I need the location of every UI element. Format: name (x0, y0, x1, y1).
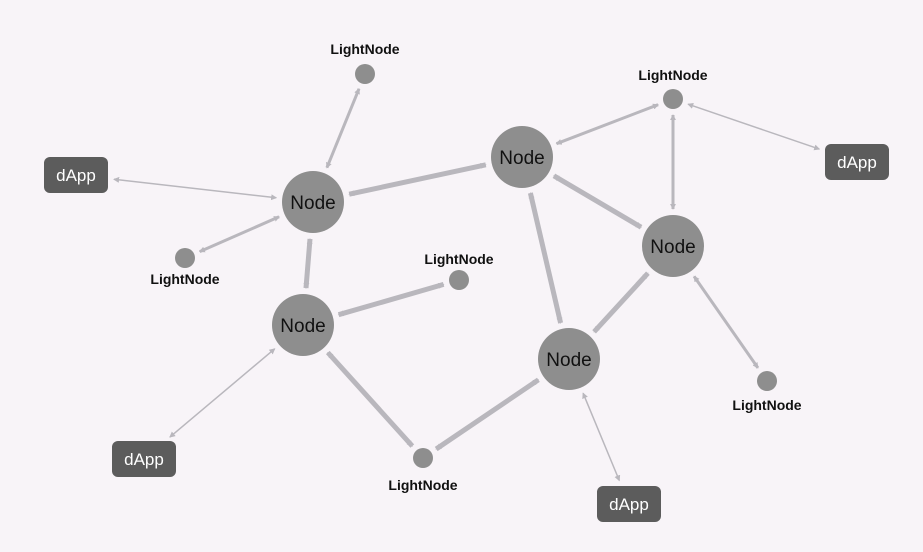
dapp-label: dApp (837, 153, 877, 172)
dapp-box (597, 486, 661, 522)
dapp-label: dApp (56, 166, 96, 185)
light-node-circle (449, 270, 469, 290)
light-node-l5: LightNode (388, 448, 458, 493)
edge-n1-l2 (198, 215, 280, 253)
node-label: Node (650, 237, 695, 258)
node-label: Node (499, 148, 544, 169)
light-node-l1: LightNode (330, 41, 400, 84)
edge-n4-n5 (592, 271, 650, 334)
light-node-circle (757, 371, 777, 391)
edge-n2-l4 (337, 281, 445, 318)
node-circle (491, 126, 553, 188)
edge-n5-l5 (434, 377, 540, 452)
light-node-label: LightNode (424, 251, 493, 267)
light-node-circle (663, 89, 683, 109)
light-node-label: LightNode (732, 397, 801, 413)
light-node-label: LightNode (638, 67, 707, 83)
node-circle (272, 294, 334, 356)
dapp-box (112, 441, 176, 477)
node-n4: Node (642, 215, 704, 277)
dapp-box (44, 157, 108, 193)
node-n5: Node (538, 328, 600, 390)
edge-n2-d3 (169, 348, 276, 438)
light-node-label: LightNode (150, 271, 219, 287)
node-circle (538, 328, 600, 390)
node-n3: Node (491, 126, 553, 188)
nodes-layer: NodeNodeNodeNodeNodeLightNodeLightNodeLi… (44, 41, 889, 522)
dapp-label: dApp (124, 450, 164, 469)
dapp-label: dApp (609, 495, 649, 514)
edge-l3-d2 (687, 103, 821, 151)
light-node-circle (413, 448, 433, 468)
node-n2: Node (272, 294, 334, 356)
light-node-l3: LightNode (638, 67, 708, 109)
dapp-d4: dApp (597, 486, 661, 522)
light-node-l4: LightNode (424, 251, 494, 290)
node-label: Node (546, 350, 591, 371)
node-n1: Node (282, 171, 344, 233)
light-node-label: LightNode (330, 41, 399, 57)
edge-n3-n5 (527, 192, 564, 324)
node-label: Node (290, 193, 335, 214)
light-node-l2: LightNode (150, 248, 220, 287)
edge-n3-n4 (552, 173, 643, 230)
edge-n1-l1 (325, 87, 361, 169)
edges-layer (113, 87, 821, 482)
dapp-box (825, 144, 889, 180)
edge-n1-n3 (348, 162, 487, 197)
edge-n1-d1 (113, 176, 278, 201)
node-circle (642, 215, 704, 277)
edge-n2-l5 (325, 350, 415, 448)
node-label: Node (280, 316, 325, 337)
edge-n5-d4 (582, 392, 621, 482)
node-circle (282, 171, 344, 233)
light-node-circle (355, 64, 375, 84)
light-node-label: LightNode (388, 477, 457, 493)
dapp-d1: dApp (44, 157, 108, 193)
edge-n4-l6 (692, 275, 760, 369)
dapp-d3: dApp (112, 441, 176, 477)
dapp-d2: dApp (825, 144, 889, 180)
edge-n3-l3 (555, 103, 659, 146)
edge-n1-n2 (303, 238, 313, 289)
light-node-l6: LightNode (732, 371, 802, 413)
light-node-circle (175, 248, 195, 268)
